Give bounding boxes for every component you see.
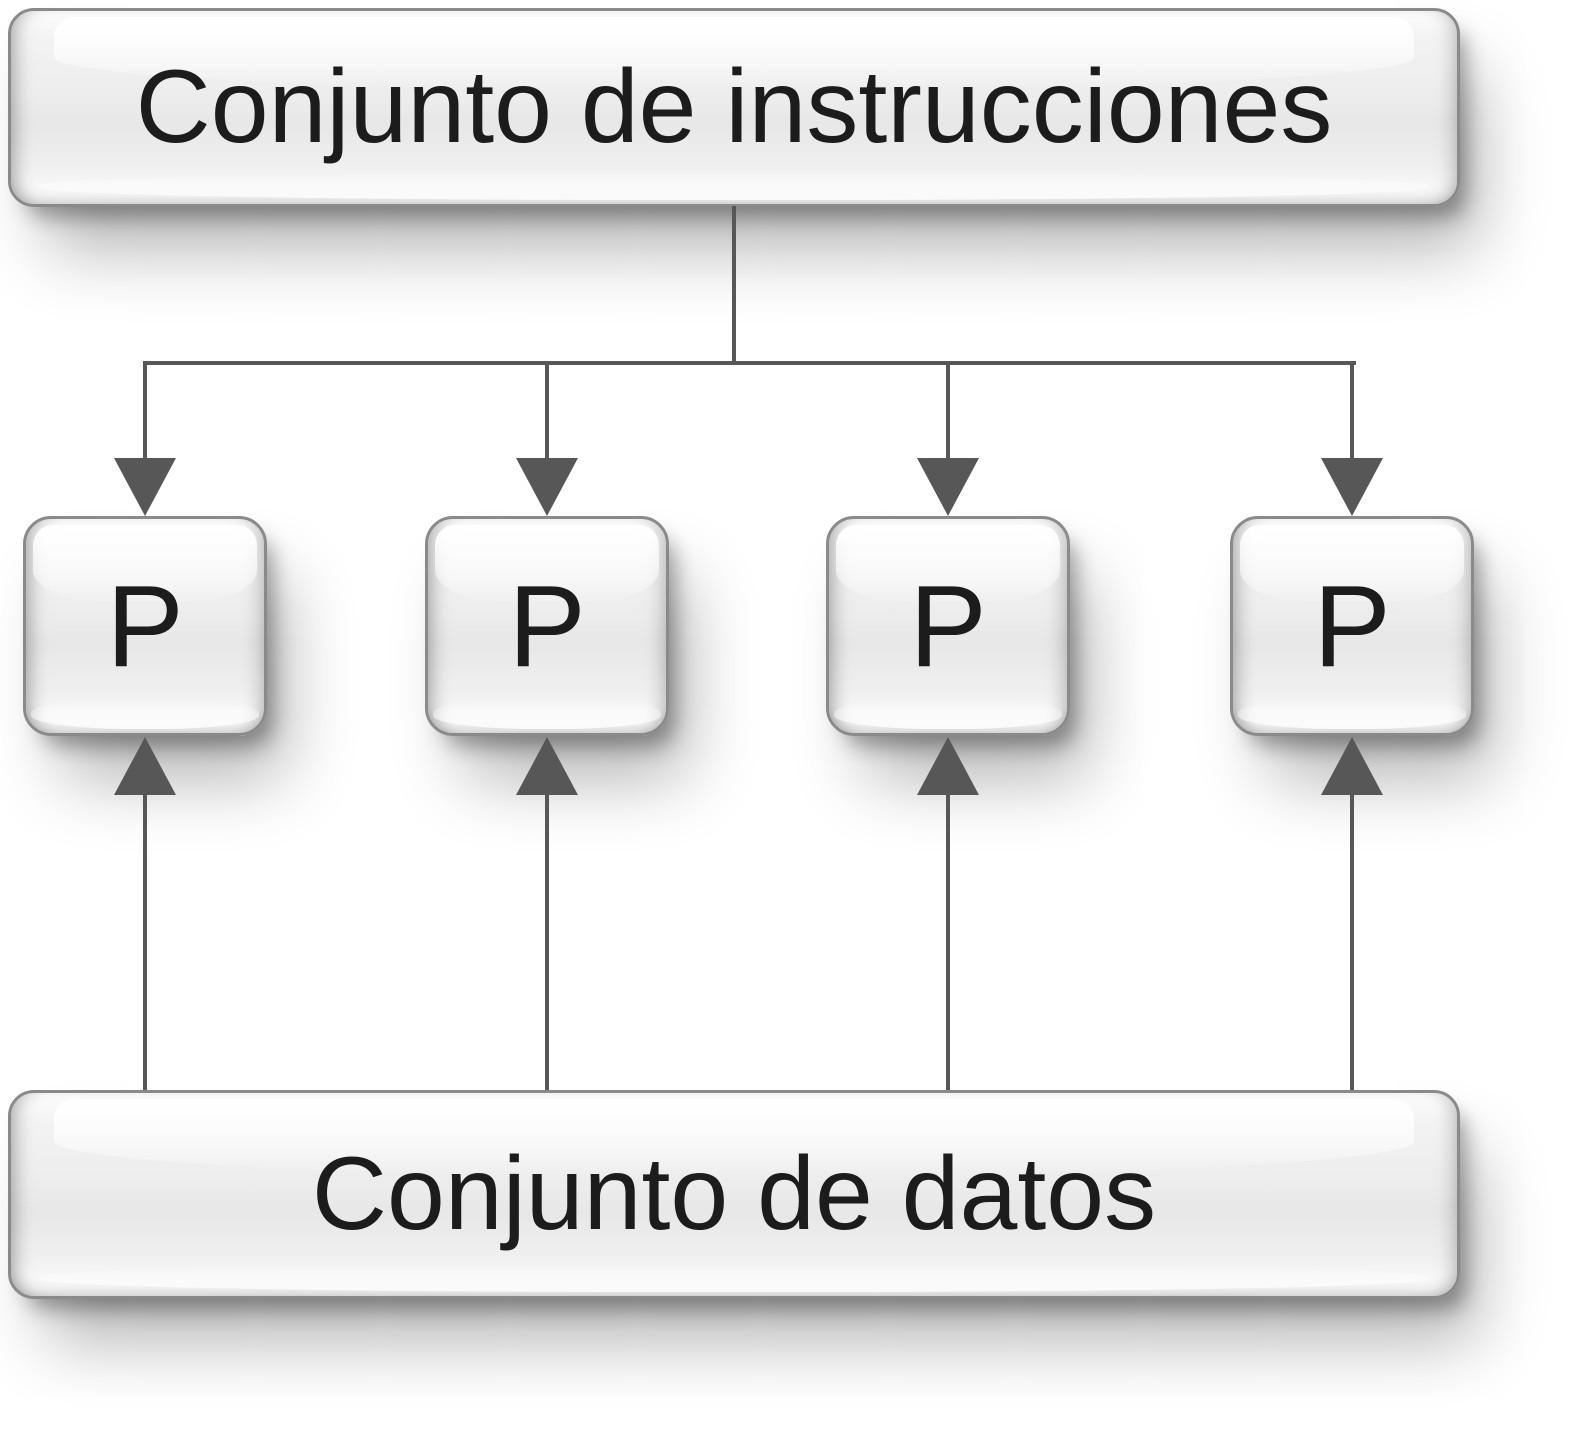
data-set-label: Conjunto de datos bbox=[311, 1136, 1157, 1252]
connector-distribution-line bbox=[143, 361, 1356, 365]
connector-drop-line-1 bbox=[143, 363, 147, 460]
processor-label: P bbox=[106, 561, 184, 691]
connector-stub-line bbox=[732, 206, 736, 363]
processor-box-1: P bbox=[23, 516, 267, 736]
connector-rise-line-3 bbox=[946, 794, 950, 1090]
connector-drop-line-3 bbox=[946, 363, 950, 460]
processor-box-2: P bbox=[425, 516, 669, 736]
instruction-set-label: Conjunto de instrucciones bbox=[135, 49, 1333, 165]
down-arrow-icon bbox=[917, 458, 979, 516]
processor-label: P bbox=[1313, 561, 1391, 691]
up-arrow-icon bbox=[114, 737, 176, 795]
connector-rise-line-2 bbox=[545, 794, 549, 1090]
connector-rise-line-4 bbox=[1350, 794, 1354, 1090]
up-arrow-icon bbox=[516, 737, 578, 795]
connector-drop-line-4 bbox=[1350, 363, 1354, 460]
processor-box-4: P bbox=[1230, 516, 1474, 736]
connector-rise-line-1 bbox=[143, 794, 147, 1090]
connector-drop-line-2 bbox=[545, 363, 549, 460]
up-arrow-icon bbox=[1321, 737, 1383, 795]
down-arrow-icon bbox=[114, 458, 176, 516]
instruction-set-box: Conjunto de instrucciones bbox=[8, 8, 1460, 207]
up-arrow-icon bbox=[917, 737, 979, 795]
processor-label: P bbox=[909, 561, 987, 691]
processor-box-3: P bbox=[826, 516, 1070, 736]
down-arrow-icon bbox=[516, 458, 578, 516]
down-arrow-icon bbox=[1321, 458, 1383, 516]
processor-label: P bbox=[508, 561, 586, 691]
data-set-box: Conjunto de datos bbox=[8, 1090, 1460, 1299]
